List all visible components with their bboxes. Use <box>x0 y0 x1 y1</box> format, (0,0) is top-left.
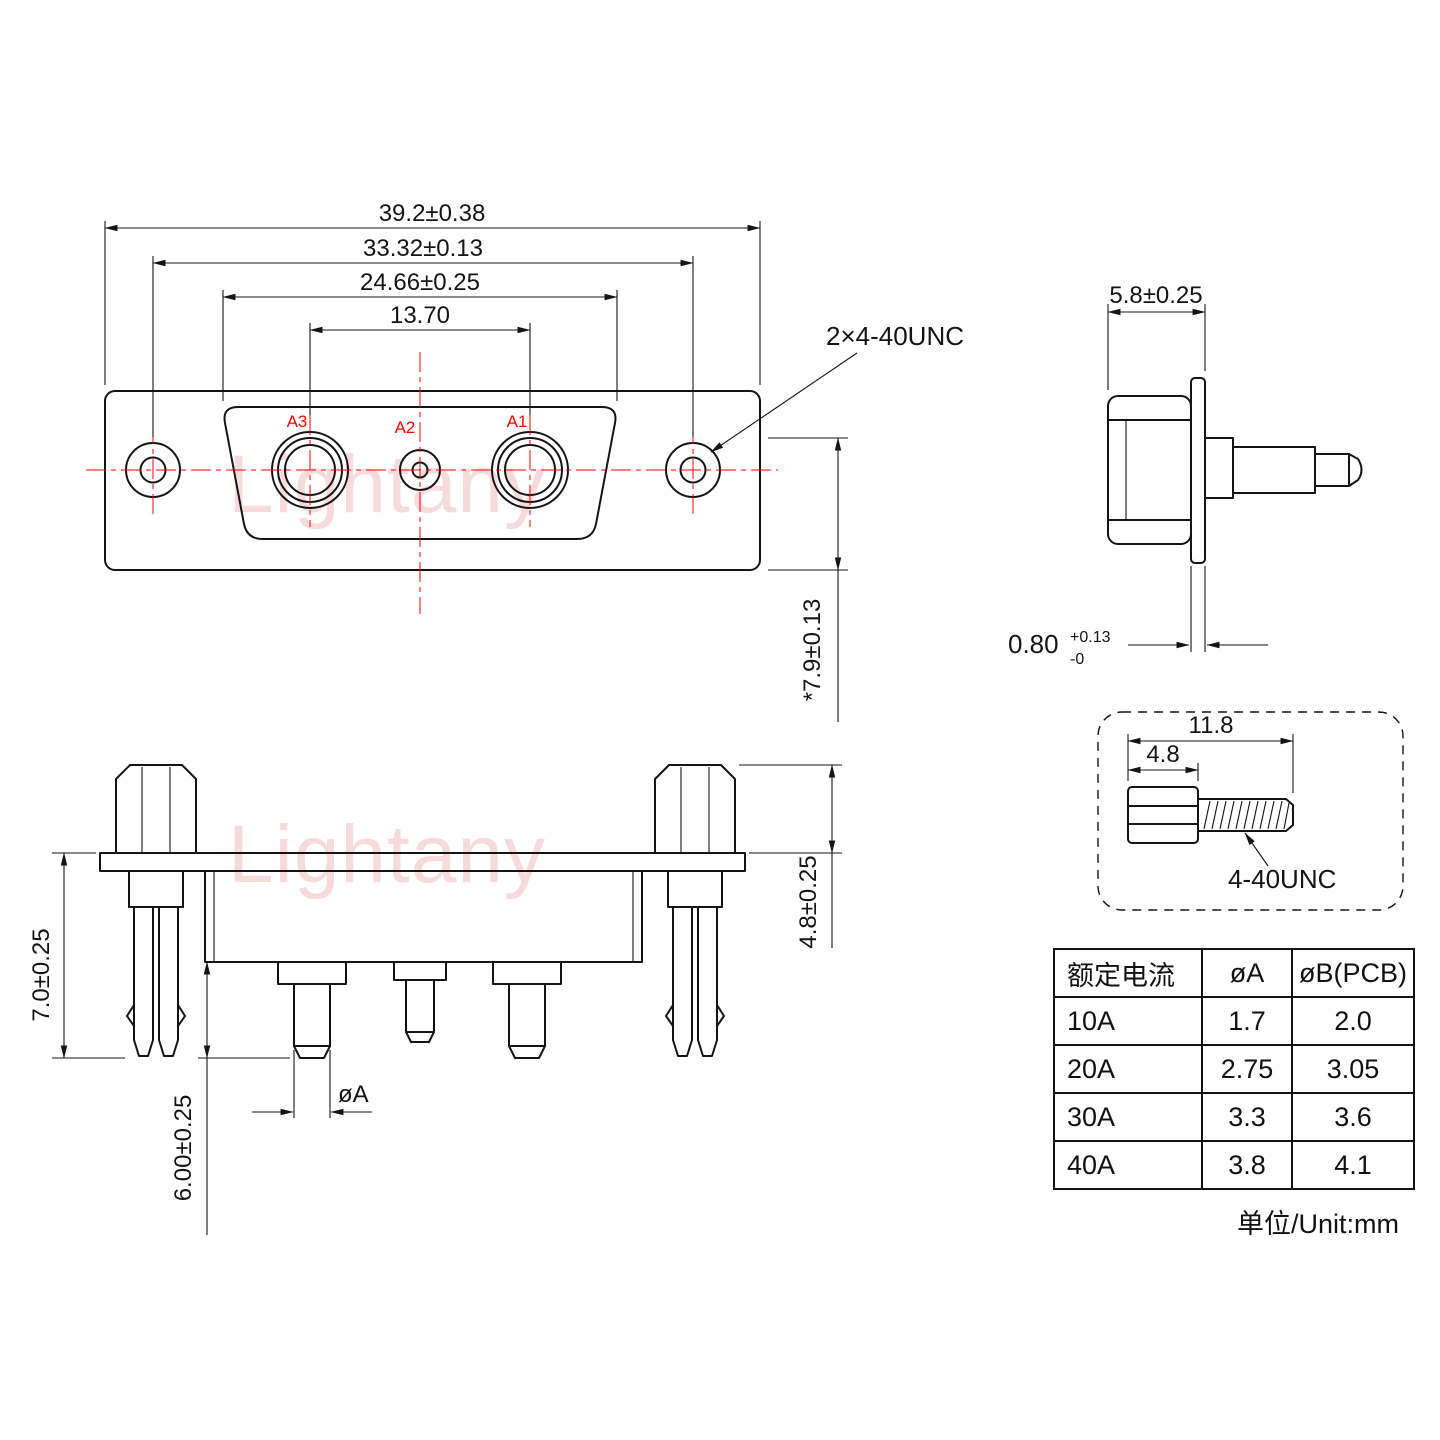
dim-standoff-height-text: 4.8±0.25 <box>795 855 822 948</box>
spec-header-current: 额定电流 <box>1053 948 1203 998</box>
dim-flange-height-text: *7.9±0.13 <box>799 599 826 702</box>
spec-table-row-10a: 10A 1.7 2.0 <box>1053 996 1415 1046</box>
spec-table-row-20a: 20A 2.75 3.05 <box>1053 1044 1415 1094</box>
spec-cell: 3.3 <box>1201 1092 1293 1142</box>
screw-head <box>1127 786 1199 844</box>
watermark-bottom: Lightany <box>228 809 546 900</box>
dim-flange-height: *7.9±0.13 <box>768 437 848 722</box>
unit-note: 单位/Unit:mm <box>1237 1209 1399 1239</box>
side-pin-base <box>1204 437 1234 499</box>
dim-cutout-width-text: 24.66±0.25 <box>360 269 480 296</box>
screw-hole-callout: 2×4-40UNC <box>710 321 964 453</box>
dsub-cutout <box>223 406 617 540</box>
spec-cell: 40A <box>1053 1140 1203 1190</box>
dim-pin-spacing: 13.70 <box>309 302 531 415</box>
dim-boardlock-length-text: 7.0±0.25 <box>28 928 55 1021</box>
mounting-hole-right-inner <box>679 456 707 484</box>
dim-screw-total-length-text: 11.8 <box>1189 712 1234 739</box>
dim-pin-diameter: øA <box>252 1050 372 1118</box>
screw-hole-callout-text: 2×4-40UNC <box>826 321 964 351</box>
solder-pin-center <box>393 961 447 1043</box>
screw-thread-hatching <box>1203 800 1290 830</box>
standoff-left <box>115 764 197 854</box>
dim-pin-diameter-text: øA <box>338 1081 369 1108</box>
side-pin-barrel <box>1232 446 1316 494</box>
pin-a2-label: A2 <box>395 418 416 437</box>
dim-overall-width: 39.2±0.38 <box>104 200 761 385</box>
spec-cell: 3.05 <box>1291 1044 1415 1094</box>
dim-body-depth-text: 5.8±0.25 <box>1109 282 1202 309</box>
dim-pin-length-text: 6.00±0.25 <box>170 1095 197 1202</box>
spec-cell: 30A <box>1053 1092 1203 1142</box>
screw-detail-border <box>1097 711 1404 911</box>
spec-cell: 10A <box>1053 996 1203 1046</box>
dim-boardlock-length: 7.0±0.25 <box>28 852 125 1059</box>
dim-pin-spacing-text: 13.70 <box>390 302 450 329</box>
solder-pin-right <box>492 961 562 1059</box>
spec-table-row-40a: 40A 3.8 4.1 <box>1053 1140 1415 1190</box>
side-body <box>1107 395 1192 545</box>
side-flange-plate <box>1190 377 1206 564</box>
dim-flange-thickness-text: 0.80 <box>1008 629 1059 659</box>
spec-header-dia-a: øA <box>1201 948 1293 998</box>
front-view: A3 A2 A1 39.2±0.38 33.32±0.13 24.66±0.25 <box>86 200 964 722</box>
dim-mounting-hole-spacing: 33.32±0.13 <box>152 235 694 437</box>
spec-cell: 20A <box>1053 1044 1203 1094</box>
board-lock-left <box>126 870 186 1057</box>
dim-screw-total-length: 11.8 <box>1127 712 1294 793</box>
dim-flange-thickness: 0.80 +0.13 -0 <box>1008 566 1268 668</box>
side-pin-tip <box>1348 453 1363 487</box>
bottom-view: 7.0±0.25 6.00±0.25 4.8±0.25 øA <box>28 764 842 1235</box>
board-lock-right <box>665 870 725 1057</box>
standoff-right <box>654 764 736 854</box>
spec-table-row-30a: 30A 3.3 3.6 <box>1053 1092 1415 1142</box>
dim-standoff-height: 4.8±0.25 <box>739 764 842 949</box>
dim-pin-length: 6.00±0.25 <box>170 961 290 1235</box>
dim-cutout-width: 24.66±0.25 <box>222 269 618 401</box>
dim-screw-head-length-text: 4.8 <box>1146 741 1179 768</box>
dim-flange-thickness-tol-upper: +0.13 <box>1070 629 1111 646</box>
screw-thread-callout: 4-40UNC <box>1228 832 1336 894</box>
spec-cell: 3.8 <box>1201 1140 1293 1190</box>
dim-screw-head-length: 4.8 <box>1127 741 1199 781</box>
flange-outline <box>104 390 761 571</box>
pin-a3-label: A3 <box>287 412 308 431</box>
spec-cell: 1.7 <box>1201 996 1293 1046</box>
side-pin-step <box>1314 453 1350 487</box>
dim-overall-width-text: 39.2±0.38 <box>379 200 486 227</box>
spec-cell: 2.75 <box>1201 1044 1293 1094</box>
screw-detail: 11.8 4.8 4-40UNC <box>1097 711 1404 911</box>
pin-a1-label: A1 <box>507 412 528 431</box>
spec-header-dia-b: øB(PCB) <box>1291 948 1415 998</box>
spec-table-header-row: 额定电流 øA øB(PCB) <box>1053 948 1415 998</box>
dim-body-depth: 5.8±0.25 <box>1107 282 1206 390</box>
spec-cell: 3.6 <box>1291 1092 1415 1142</box>
spec-cell: 4.1 <box>1291 1140 1415 1190</box>
solder-pin-left <box>277 961 347 1059</box>
spec-cell: 2.0 <box>1291 996 1415 1046</box>
spec-table: 额定电流 øA øB(PCB) 10A 1.7 2.0 20A 2.75 3.0… <box>1053 948 1415 1190</box>
screw-thread-spec-text: 4-40UNC <box>1228 864 1336 894</box>
dim-flange-thickness-tol-lower: -0 <box>1070 651 1084 668</box>
dim-mounting-hole-spacing-text: 33.32±0.13 <box>363 235 483 262</box>
screw-shaft <box>1197 798 1294 832</box>
side-view: 5.8±0.25 0.80 +0.13 -0 <box>1008 282 1363 668</box>
